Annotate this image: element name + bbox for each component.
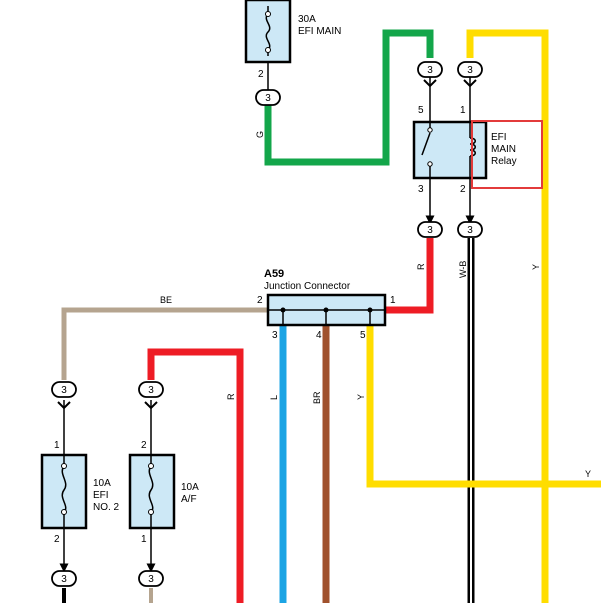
junction-name: Junction Connector — [264, 281, 351, 292]
wire-label-white-black: W-B — [458, 261, 468, 278]
svg-text:3: 3 — [61, 385, 67, 396]
junction-pin-1: 1 — [390, 295, 396, 306]
connector-relay-pin-2: 3 — [457, 221, 483, 238]
wire-label-yellow-right: Y — [585, 469, 591, 479]
fuse-af-name: A/F — [181, 494, 197, 505]
wire-label-green: G — [255, 131, 265, 138]
fuse-efi-no2-rating: 10A — [93, 478, 111, 489]
wire-red-af — [147, 348, 244, 603]
svg-text:3: 3 — [467, 225, 473, 236]
svg-text:3: 3 — [265, 93, 271, 104]
relay-pin-3: 3 — [418, 184, 424, 195]
connector-relay-pin-3: 3 — [417, 221, 443, 238]
connector-relay-pin-1: 3 — [457, 61, 483, 78]
wire-label-blue: L — [269, 395, 279, 400]
svg-text:3: 3 — [467, 65, 473, 76]
wire-label-beige: BE — [160, 295, 172, 305]
wire-label-red-relay: R — [416, 263, 426, 270]
wire-label-brown: BR — [312, 391, 322, 404]
connector-efi-no2-top: 3 — [51, 381, 77, 398]
wire-label-yellow-main: Y — [531, 264, 541, 270]
fuse-af-pin-top: 2 — [141, 440, 147, 451]
fuse-efi-no2-name-line-2: NO. 2 — [93, 502, 120, 513]
svg-text:3: 3 — [427, 65, 433, 76]
fuse-efi-no2-name-line-1: EFI — [93, 490, 109, 501]
wire-beige — [61, 307, 268, 380]
connector-af-bottom: 3 — [138, 570, 164, 587]
fuse-efi-no2 — [40, 453, 88, 530]
relay-pin-1: 1 — [460, 105, 466, 116]
fuse-efi-main-name: EFI MAIN — [298, 26, 341, 37]
connector-af-top: 3 — [138, 381, 164, 398]
svg-text:3: 3 — [148, 574, 154, 585]
fuse-efi-no2-pin-bottom: 2 — [54, 534, 60, 545]
relay-pin-2: 2 — [460, 184, 466, 195]
svg-text:3: 3 — [148, 385, 154, 396]
svg-text:3: 3 — [61, 574, 67, 585]
fuse-efi-main — [244, 0, 292, 64]
wire-red-relay — [386, 238, 434, 314]
junction-id: A59 — [264, 268, 284, 280]
connector-fuse-efi-main: 3 — [255, 89, 281, 106]
relay-pin-5: 5 — [418, 105, 424, 116]
junction-pin-3: 3 — [272, 330, 278, 341]
junction-pin-5: 5 — [360, 330, 366, 341]
fuse-af — [128, 453, 176, 530]
fuse-efi-no2-pin-top: 1 — [54, 440, 60, 451]
junction-connector — [266, 293, 387, 327]
wire-yellow-main — [466, 29, 549, 603]
connector-efi-no2-bottom: 3 — [51, 570, 77, 587]
svg-text:3: 3 — [427, 225, 433, 236]
relay-name-line-1: EFI — [491, 132, 507, 143]
relay-highlight-box — [471, 120, 543, 189]
junction-pin-2: 2 — [257, 295, 263, 306]
efi-main-relay — [412, 120, 488, 180]
connector-relay-pin-5: 3 — [417, 61, 443, 78]
fuse-efi-main-rating: 30A — [298, 14, 316, 25]
junction-pin-4: 4 — [316, 330, 322, 341]
wire-yellow-jc — [366, 325, 601, 488]
wire-label-yellow-jc: Y — [356, 394, 366, 400]
relay-name-line-3: Relay — [491, 156, 517, 167]
wire-label-red-af: R — [226, 393, 236, 400]
fuse-af-pin-bottom: 1 — [141, 534, 147, 545]
fuse-af-rating: 10A — [181, 482, 199, 493]
relay-name-line-2: MAIN — [491, 144, 516, 155]
wire-green — [264, 29, 434, 166]
fuse-efi-main-pin: 2 — [258, 69, 264, 80]
